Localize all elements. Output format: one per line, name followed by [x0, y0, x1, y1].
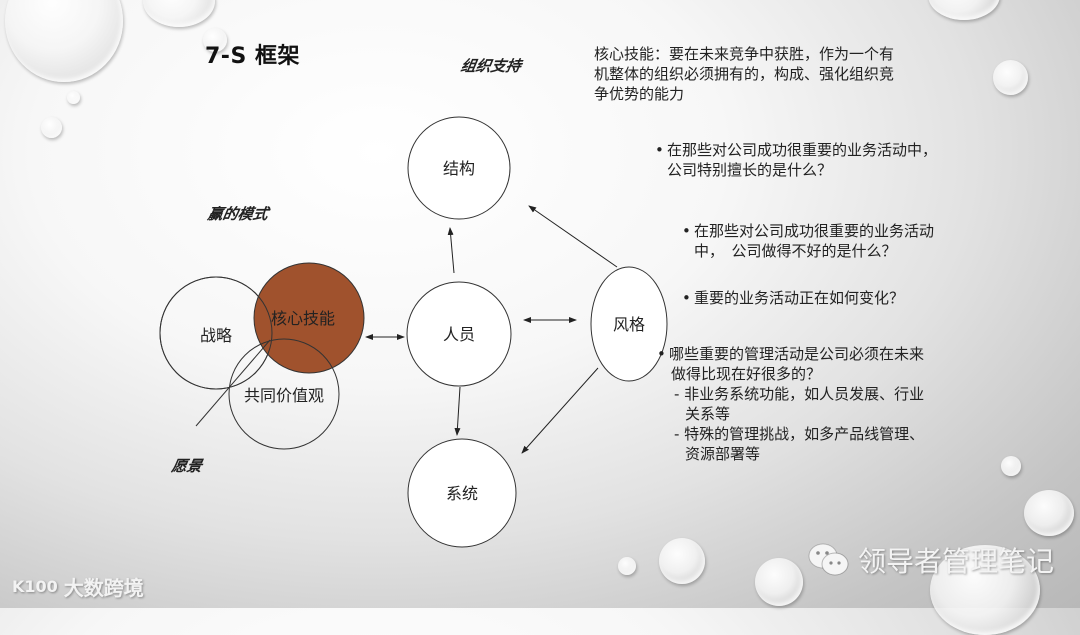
droplet-decoration: [618, 557, 636, 575]
description-line: 核心技能：要在未来竞争中获胜，作为一个有: [594, 45, 895, 63]
vision-pointer-line: [195, 339, 271, 427]
style-node: [590, 266, 668, 382]
droplet-decoration: [203, 28, 227, 52]
sub-bullet-text: - 非业务系统功能，如人员发展、行业: [674, 385, 925, 403]
people-systems-arrow: [454, 386, 461, 436]
bullet-item: •在那些对公司成功很重要的业务活动 中， 公司做得不好的是什么？: [682, 222, 935, 260]
svg-text:结构: 结构: [443, 159, 475, 178]
sub-bullet-text: 资源部署等: [685, 445, 761, 463]
core-skills-description: 核心技能：要在未来竞争中获胜，作为一个有 机整体的组织必须拥有的，构成、强化组织…: [594, 44, 924, 104]
k100-logo-icon: K100: [12, 577, 58, 596]
shared-values-circle: [228, 338, 340, 450]
bullet-item: •在那些对公司成功很重要的业务活动中， 公司特别擅长的是什么？: [655, 141, 938, 179]
style-systems-arrow: [521, 367, 599, 454]
description-line: 机整体的组织必须拥有的，构成、强化组织竞: [594, 65, 895, 83]
droplet-decoration: [67, 91, 80, 104]
bullet-text: 重要的业务活动正在如何变化？: [694, 289, 905, 307]
droplet-decoration: [928, 0, 1000, 20]
bullet-text: 公司特别擅长的是什么？: [667, 161, 833, 179]
shared-values-label: 共同价值观: [244, 386, 324, 405]
systems-node: [407, 438, 517, 548]
droplet-decoration: [993, 60, 1028, 95]
bullet-text: 中， 公司做得不好的是什么？: [694, 242, 897, 260]
sub-bullet-text: - 特殊的管理挑战，如多产品线管理、: [674, 425, 925, 443]
droplet-decoration: [1001, 456, 1021, 476]
bullet-text: 在那些对公司成功很重要的业务活动中，: [667, 141, 938, 159]
description-line: 争优势的能力: [594, 85, 685, 103]
people-structure-arrow: [447, 227, 455, 274]
bullet-text: 哪些重要的管理活动是公司必须在未来: [669, 345, 925, 363]
strategy-label: 战略: [200, 326, 232, 345]
bullet-text: 做得比现在好很多的？: [671, 365, 822, 383]
core-skills-circle: [253, 262, 365, 374]
bullet-item: •哪些重要的管理活动是公司必须在未来 做得比现在好很多的？ - 非业务系统功能，…: [657, 345, 925, 463]
core-skills-label: 核心技能: [271, 309, 335, 328]
watermark-right-text: 领导者管理笔记: [858, 545, 1055, 578]
watermark-left: K100 大数跨境: [12, 572, 144, 601]
wechat-icon: [808, 543, 849, 576]
bullet-item: •重要的业务活动正在如何变化？: [682, 289, 905, 307]
droplet-decoration: [659, 538, 705, 584]
structure-node: [407, 116, 511, 220]
style-structure-arrow: [528, 205, 618, 268]
bullet-text: 在那些对公司成功很重要的业务活动: [694, 222, 935, 240]
svg-text:人员: 人员: [443, 325, 475, 344]
droplet-decoration: [41, 117, 62, 138]
slide-title: 7-S 框架: [205, 44, 300, 69]
watermark-right: 领导者管理笔记: [808, 540, 1054, 580]
people-node: [406, 281, 512, 387]
svg-text:风格: 风格: [613, 315, 645, 334]
watermark-left-text: 大数跨境: [63, 576, 144, 600]
droplet-decoration: [1024, 490, 1074, 536]
svg-text:系统: 系统: [446, 484, 478, 503]
sub-bullet-text: 关系等: [685, 405, 731, 423]
seven-s-diagram: 战略 核心技能 共同价值观 结构 人员 风格 系统: [159, 116, 668, 548]
droplet-decoration: [755, 558, 803, 606]
